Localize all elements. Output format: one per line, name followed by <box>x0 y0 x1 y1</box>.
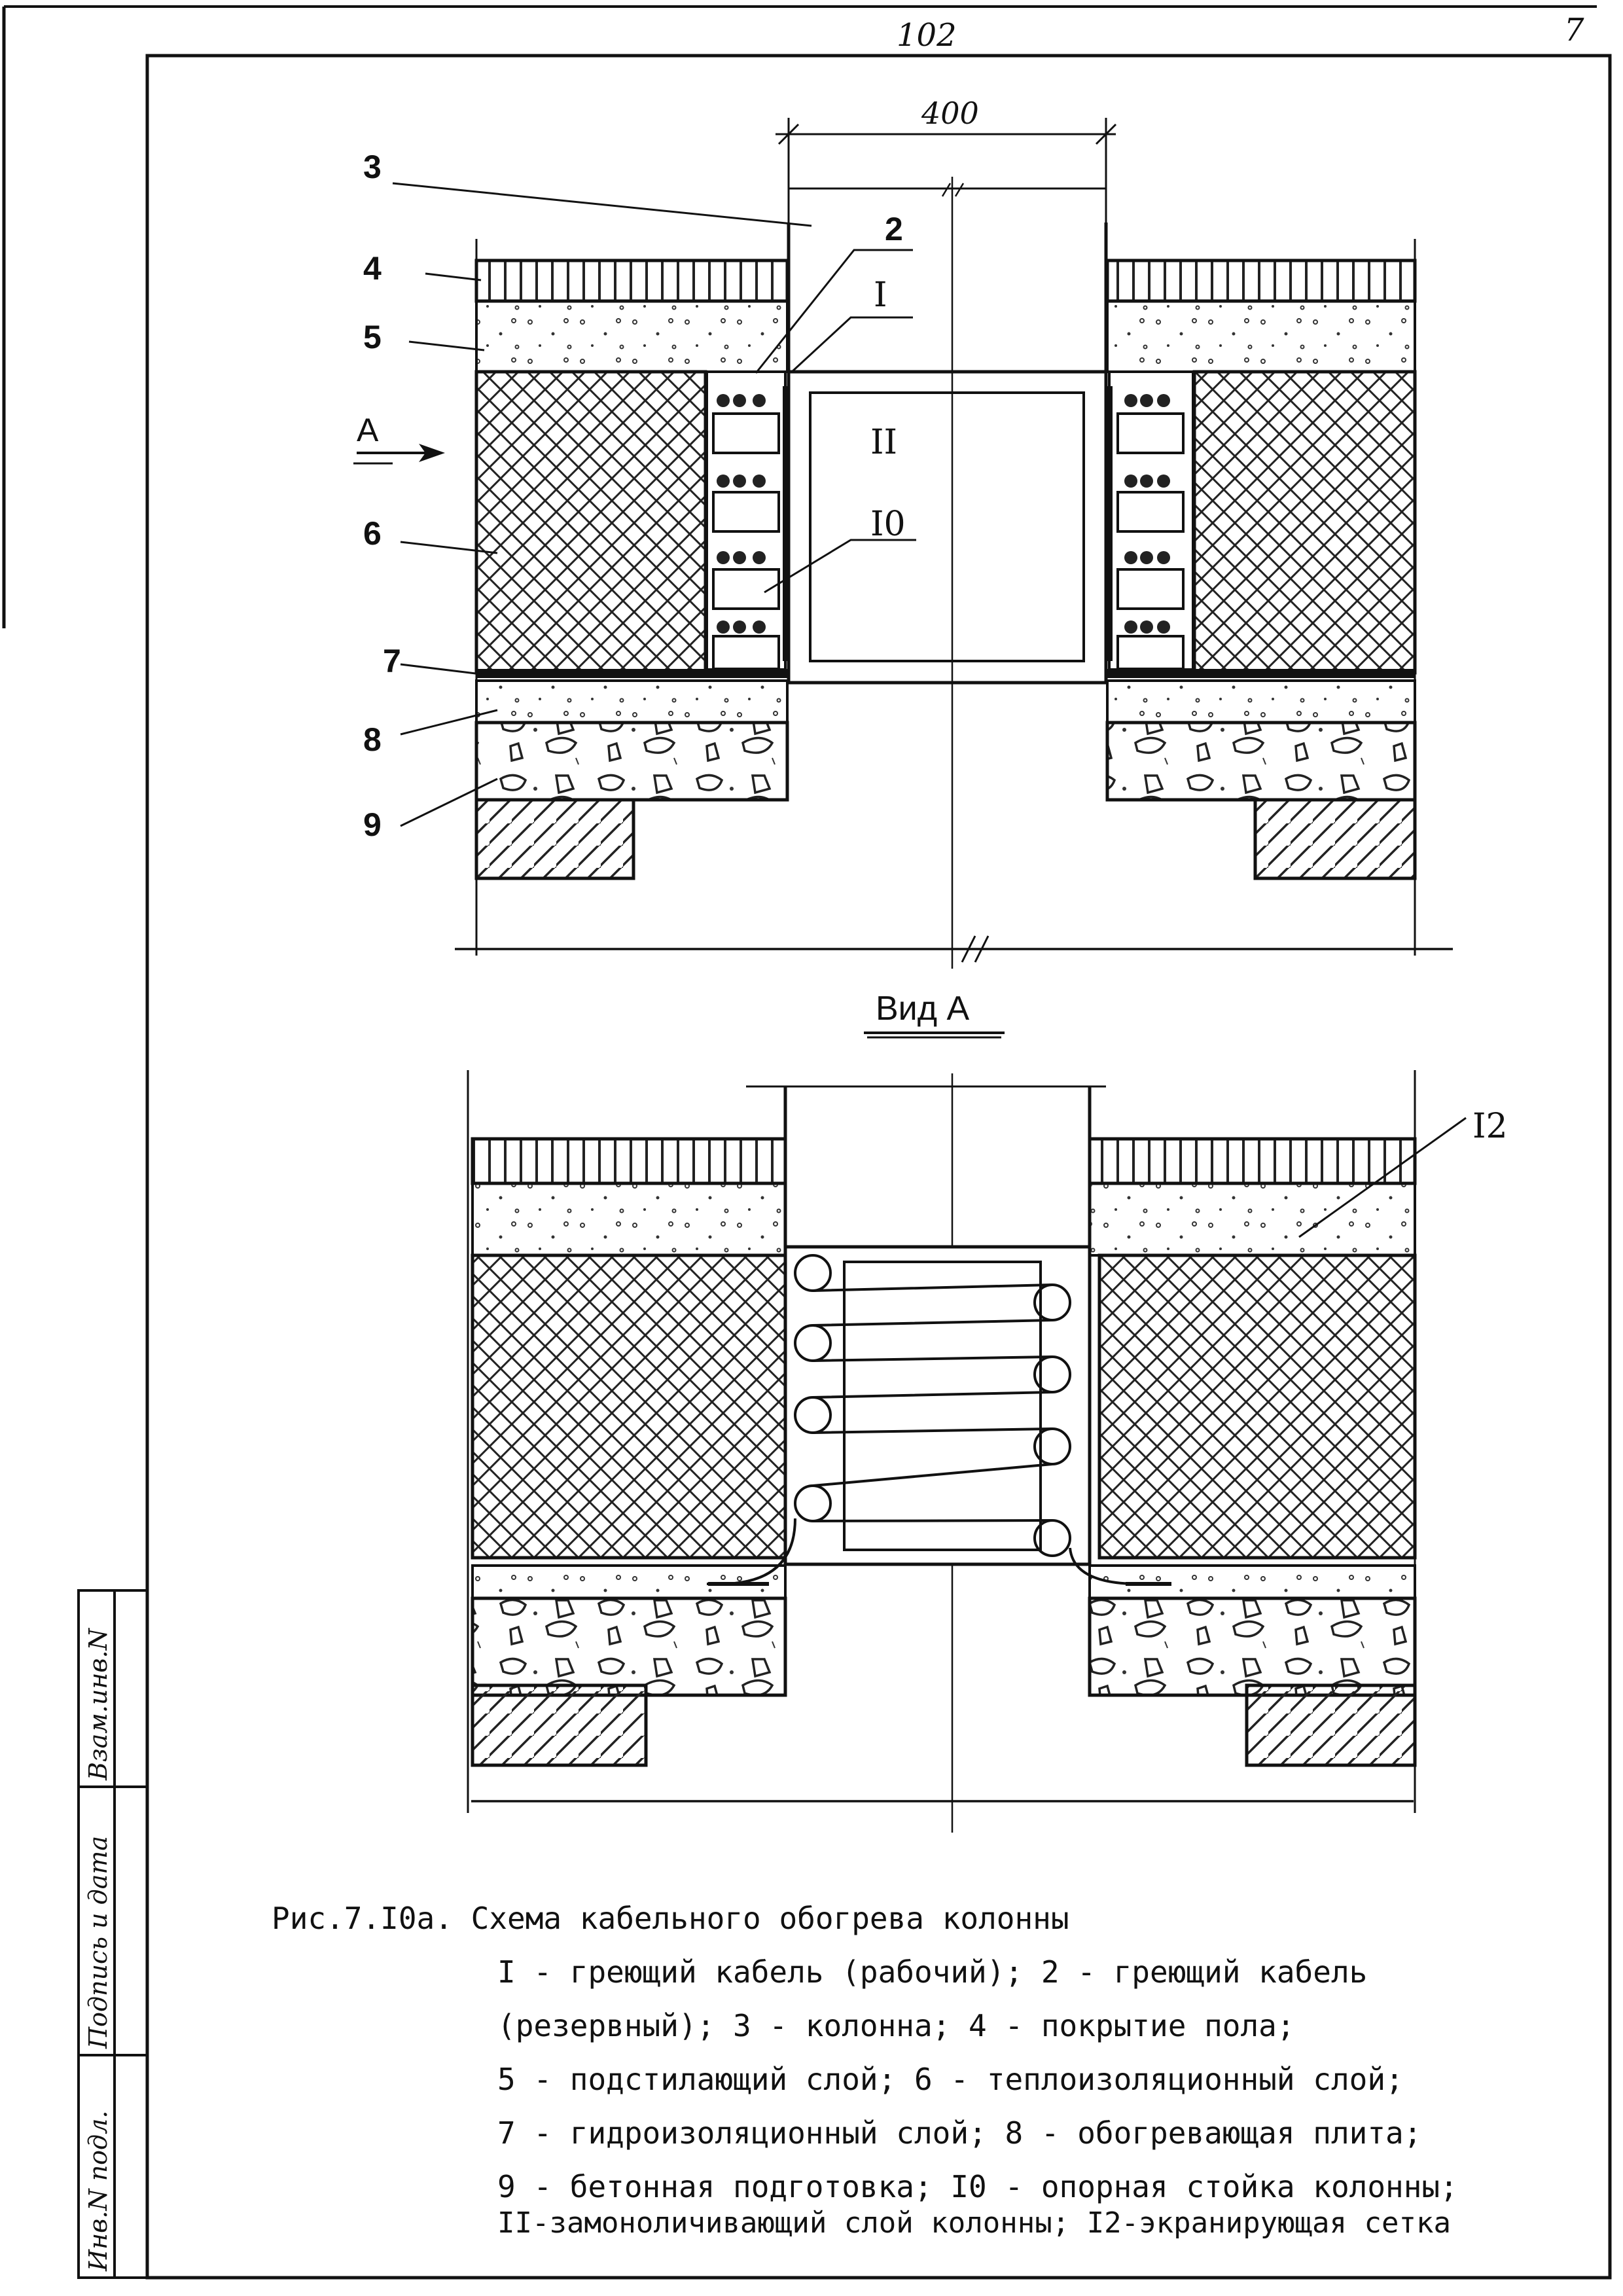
concrete-prep-right <box>1105 721 1417 802</box>
caption-line-5: 9 - бетонная подготовка; I0 - опорная ст… <box>497 2169 1458 2204</box>
column-coil-frame <box>783 1245 1092 1566</box>
heating-slab-right <box>1106 679 1416 724</box>
caption-line-4: 7 - гидроизоляционный слой; 8 - обогрева… <box>497 2115 1422 2151</box>
label-5: 5 <box>363 319 382 355</box>
bottom-view <box>467 1031 1467 1833</box>
view-a-title: Вид А <box>876 990 970 1028</box>
stamp-vzam-inv: Взам.инв.N <box>84 1628 113 1780</box>
label-I0: I0 <box>870 505 906 544</box>
dimension-400: 400 <box>921 96 979 131</box>
label-7: 7 <box>383 643 401 679</box>
cable-blocks-left <box>712 394 780 670</box>
label-II: II <box>870 423 898 462</box>
foundation-left <box>474 798 635 880</box>
support-frame <box>787 370 1108 685</box>
label-I2: I2 <box>1472 1107 1508 1146</box>
title-block-stamp <box>77 1589 149 2279</box>
underlay-right <box>1106 300 1416 373</box>
caption-line-3: 5 - подстилающий слой; 6 - теплоизоляцио… <box>497 2062 1404 2097</box>
label-4: 4 <box>363 250 382 287</box>
label-3: 3 <box>363 149 382 185</box>
caption-line-6: II-замоноличивающий слой колонны; I2-экр… <box>497 2206 1451 2240</box>
caption-title: Рис.7.I0а. Схема кабельного обогрева кол… <box>272 1901 1069 1936</box>
floor-covering-right <box>1105 259 1417 303</box>
waterproofing-right <box>1107 669 1415 678</box>
view-marker-a: A <box>357 412 379 448</box>
label-8: 8 <box>363 721 382 758</box>
caption-line-1: I - греющий кабель (рабочий); 2 - греющи… <box>497 1954 1368 1990</box>
foundation-right <box>1253 798 1417 880</box>
concrete-prep-left <box>474 721 789 802</box>
heating-slab-left <box>475 679 789 724</box>
label-I: I <box>874 276 887 315</box>
top-view <box>353 118 1453 969</box>
caption-line-2: (резервный); 3 - колонна; 4 - покрытие п… <box>497 2008 1295 2043</box>
insulation-left <box>474 370 707 675</box>
insulation-right <box>1192 370 1417 675</box>
cable-blocks-right <box>1116 394 1185 670</box>
corner-mark: 7 <box>1564 12 1584 48</box>
waterproofing-left <box>476 669 787 678</box>
stamp-inv-podl: Инв.N подл. <box>84 2110 113 2271</box>
figure-caption: Рис.7.I0а. Схема кабельного обогрева кол… <box>272 1892 1613 2238</box>
floor-covering-left <box>474 259 789 303</box>
label-9: 9 <box>363 806 382 843</box>
underlay-left <box>475 300 789 373</box>
frame-border <box>145 54 1612 2280</box>
label-6: 6 <box>363 515 382 552</box>
stamp-podpis-data: Подпись и дата <box>84 1835 113 2049</box>
label-2: 2 <box>885 211 903 247</box>
page-number: 102 <box>897 17 957 54</box>
